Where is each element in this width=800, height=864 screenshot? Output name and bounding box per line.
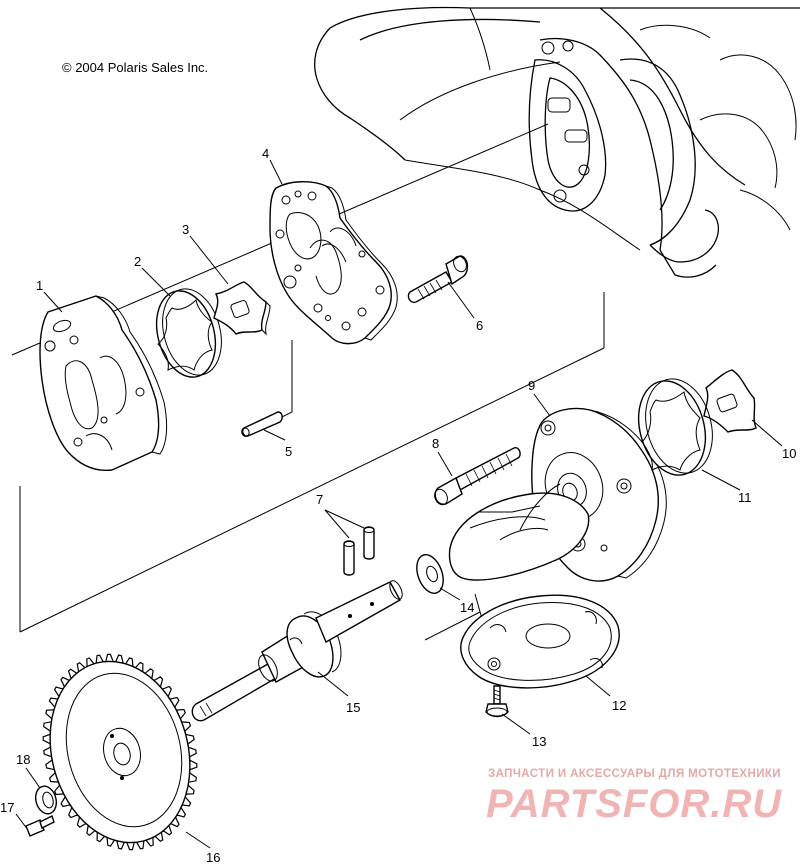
part-8-long-bolt	[434, 447, 521, 506]
callout-2: 2	[134, 254, 141, 269]
callout-9: 9	[528, 378, 535, 393]
watermark-logo: PARTSFOR.RU	[486, 782, 783, 826]
callout-15: 15	[346, 700, 360, 715]
part-14-washer	[416, 554, 444, 594]
part-12-gasket	[460, 594, 620, 689]
part-10-inner-rotor	[703, 369, 757, 433]
callout-4: 4	[262, 146, 269, 161]
watermark-subtitle: ЗАПЧАСТИ И АКСЕССУАРЫ ДЛЯ МОТОТЕХНИКИ	[488, 768, 781, 780]
part-17-screw	[25, 815, 55, 837]
part-18-seal	[34, 785, 58, 815]
leader-lines	[15, 159, 783, 849]
callout-numbers: 1 2 3 4 5 6 7 8 9 10 11 12 13 14 15 16 1…	[0, 146, 796, 864]
part-2-outer-rotor	[155, 288, 222, 378]
callout-17: 17	[0, 800, 14, 815]
part-15-pump-shaft	[191, 580, 403, 722]
callout-16: 16	[206, 850, 220, 864]
oil-pickup-body	[448, 483, 590, 581]
part-3-inner-rotor	[213, 281, 271, 336]
callout-18: 18	[16, 752, 30, 767]
callout-1: 1	[36, 278, 43, 293]
part-7-pins	[324, 509, 375, 576]
part-1-pump-plate	[39, 295, 168, 472]
copyright-notice: © 2004 Polaris Sales Inc.	[62, 60, 209, 75]
callout-7: 7	[316, 492, 323, 507]
callout-5: 5	[285, 444, 292, 459]
crankcase-housing	[314, 6, 800, 278]
callout-14: 14	[460, 600, 474, 615]
callout-6: 6	[476, 318, 483, 333]
callout-11: 11	[738, 490, 752, 505]
callout-3: 3	[182, 222, 189, 237]
callout-12: 12	[612, 698, 626, 713]
callout-10: 10	[782, 446, 796, 461]
part-6-bolt	[407, 255, 469, 304]
callout-8: 8	[432, 436, 439, 451]
part-5-dowel-pin	[241, 411, 283, 438]
callout-13: 13	[532, 734, 546, 749]
part-4-cover-plate	[269, 181, 398, 345]
part-11-outer-rotor	[637, 378, 713, 476]
part-16-drive-gear	[42, 653, 198, 851]
part-13-screw	[485, 685, 509, 718]
